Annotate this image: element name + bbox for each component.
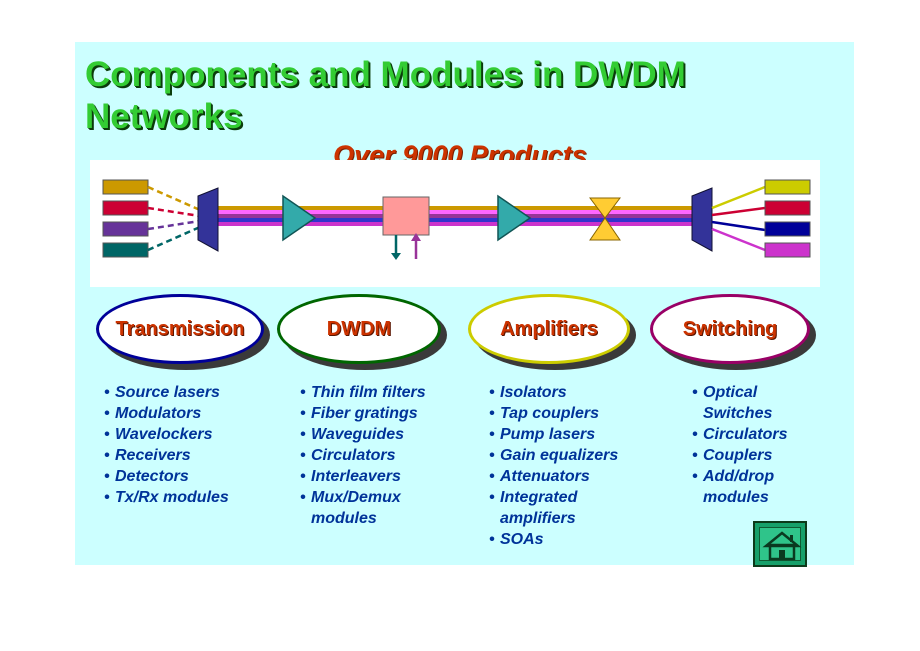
list-item: Thin film filters: [300, 382, 426, 403]
input-channel-2: [102, 200, 149, 216]
category-label-switching: Switching: [682, 317, 778, 340]
list-item: Source lasers: [104, 382, 229, 403]
add-drop-module-icon: [382, 196, 430, 260]
output-channel-1: [764, 179, 811, 195]
list-item: SOAs: [489, 529, 618, 550]
list-item: Gain equalizers: [489, 445, 618, 466]
category-oval-dwdm: DWDM: [277, 294, 441, 364]
list-item: Circulators: [300, 445, 426, 466]
output-channels: [764, 179, 811, 258]
list-item: Interleavers: [300, 466, 426, 487]
category-oval-switching: Switching: [650, 294, 810, 364]
list-item: Isolators: [489, 382, 618, 403]
dwdm-link-diagram: [90, 160, 820, 287]
slide-title: Components and Modules in DWDM Networks: [85, 55, 686, 136]
list-item: Detectors: [104, 466, 229, 487]
home-icon: [762, 531, 802, 561]
multiplexer-icon: [197, 187, 219, 252]
amplifiers-list: Isolators Tap couplers Pump lasers Gain …: [489, 382, 618, 550]
list-item: Tap couplers: [489, 403, 618, 424]
category-oval-transmission: Transmission: [96, 294, 264, 364]
amplifier-icon: [497, 194, 532, 242]
output-channel-4: [764, 242, 811, 258]
amplifier-icon: [282, 194, 317, 242]
input-fibers: [147, 185, 201, 252]
trunk-fiber: [218, 206, 698, 226]
list-item: Tx/Rx modules: [104, 487, 229, 508]
output-fibers: [711, 185, 766, 252]
list-item: Pump lasers: [489, 424, 618, 445]
input-channel-1: [102, 179, 149, 195]
list-item: Couplers: [692, 445, 787, 466]
list-item: Fiber gratings: [300, 403, 426, 424]
output-channel-3: [764, 221, 811, 237]
input-channel-3: [102, 221, 149, 237]
category-oval-amplifiers: Amplifiers: [468, 294, 630, 364]
list-item: Receivers: [104, 445, 229, 466]
home-button[interactable]: [753, 521, 807, 567]
list-item: Attenuators: [489, 466, 618, 487]
category-label-transmission: Transmission: [115, 317, 245, 340]
attenuator-icon: [589, 197, 621, 241]
list-item: Waveguides: [300, 424, 426, 445]
category-label-dwdm: DWDM: [326, 317, 392, 340]
demultiplexer-icon: [691, 187, 713, 252]
dwdm-list: Thin film filters Fiber gratings Wavegui…: [300, 382, 426, 529]
transmission-list: Source lasers Modulators Wavelockers Rec…: [104, 382, 229, 508]
input-channel-4: [102, 242, 149, 258]
category-label-amplifiers: Amplifiers: [500, 317, 598, 340]
list-item: Modulators: [104, 403, 229, 424]
home-button-face[interactable]: [759, 527, 802, 561]
output-channel-2: [764, 200, 811, 216]
list-item: Wavelockers: [104, 424, 229, 445]
list-item: Circulators: [692, 424, 787, 445]
